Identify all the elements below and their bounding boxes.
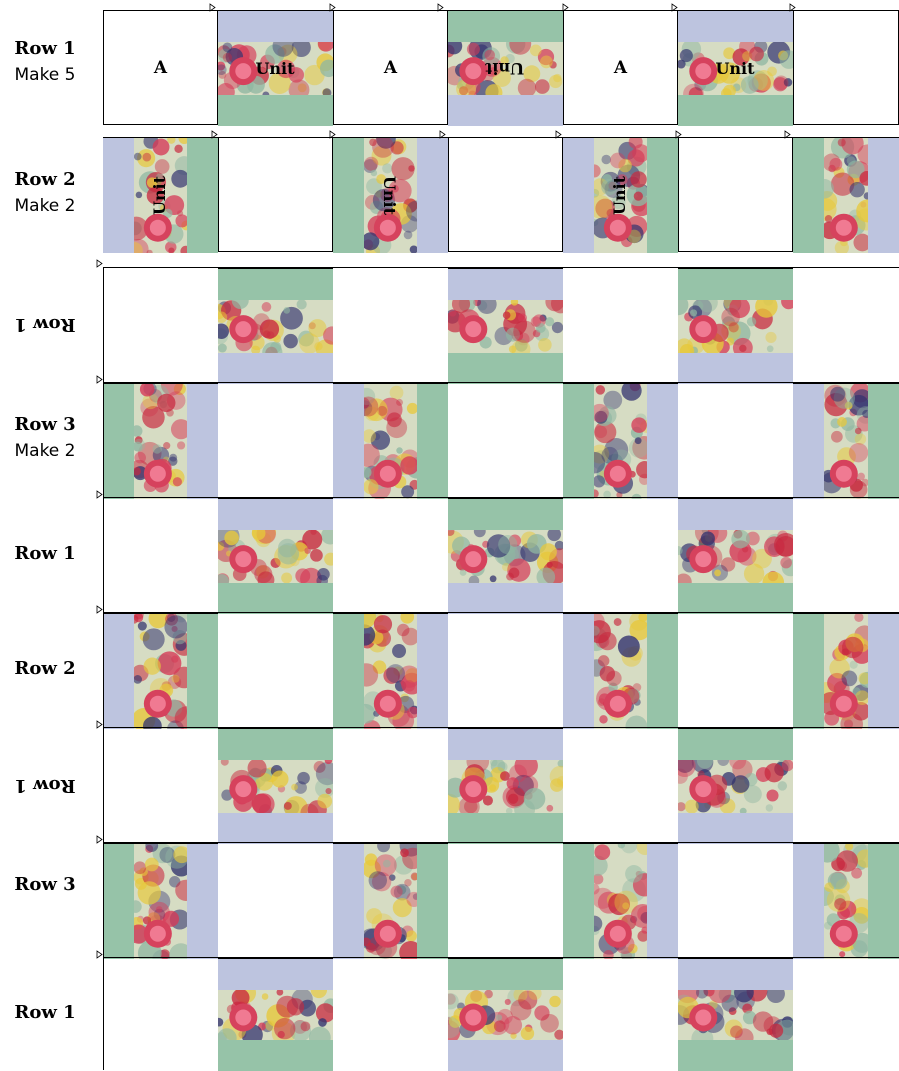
fabric-print <box>103 384 218 499</box>
fabric-print <box>793 614 899 729</box>
fabric-print <box>103 844 218 959</box>
fabric-print <box>218 959 333 1071</box>
fabric-print <box>448 499 563 614</box>
seam-marker <box>97 951 102 958</box>
row-label-row1-flipped: Row 1 <box>0 772 90 798</box>
seam-line <box>103 612 899 613</box>
unit-block-rotated: Unit <box>448 10 563 125</box>
fabric-print <box>218 499 333 614</box>
fabric-print <box>218 269 333 384</box>
unit-block-vertical <box>563 383 678 498</box>
unit-block-vertical <box>333 613 448 728</box>
seam-line <box>103 842 899 843</box>
unit-block-vertical <box>793 137 899 252</box>
unit-block-vertical <box>793 613 899 728</box>
row-label-row1: Row 1 <box>0 1000 90 1026</box>
fabric-print <box>793 138 899 253</box>
unit-block <box>448 728 563 843</box>
fabric-print <box>563 614 678 729</box>
row-label-row1-make5: Row 1 Make 5 <box>0 36 90 88</box>
seam-line <box>103 382 899 383</box>
unit-block-vertical <box>563 843 678 958</box>
fabric-print <box>678 729 793 844</box>
quilt-left-border <box>103 267 104 1070</box>
unit-block <box>678 268 793 383</box>
row-label-row1-flipped: Row 1 <box>0 311 90 337</box>
unit-block-vertical <box>103 613 218 728</box>
unit-block-vertical <box>333 843 448 958</box>
unit-block-vertical: Unit <box>563 137 678 252</box>
fabric-print <box>678 959 793 1071</box>
unit-block <box>218 958 333 1070</box>
unit-block <box>218 728 333 843</box>
seam-line <box>103 957 899 958</box>
seam-line <box>103 727 899 728</box>
unit-block <box>678 728 793 843</box>
blank-block <box>793 10 899 125</box>
fabric-print <box>448 269 563 384</box>
row-label-row3: Row 3 <box>0 872 90 898</box>
row-label-row2-make2: Row 2 Make 2 <box>0 167 90 219</box>
fabric-print <box>563 384 678 499</box>
fabric-print <box>333 384 448 499</box>
blank-block <box>678 137 793 252</box>
quilt-top-border <box>103 267 899 268</box>
row-label-row3-make2: Row 3 Make 2 <box>0 412 90 464</box>
seam-marker <box>97 606 102 613</box>
seam-marker <box>97 491 102 498</box>
fabric-print <box>448 959 563 1071</box>
seam-line <box>103 497 899 498</box>
block-a: A <box>563 10 678 125</box>
fabric-print <box>103 614 218 729</box>
fabric-print <box>678 499 793 614</box>
unit-block <box>448 958 563 1070</box>
unit-block <box>448 268 563 383</box>
fabric-print <box>333 614 448 729</box>
unit-block <box>678 498 793 613</box>
fabric-print <box>793 844 899 959</box>
seam-marker <box>97 721 102 728</box>
block-a: A <box>103 10 218 125</box>
seam-marker <box>97 836 102 843</box>
unit-block-vertical <box>563 613 678 728</box>
unit-block-vertical <box>103 843 218 958</box>
unit-block-vertical: Unit <box>333 137 448 252</box>
fabric-print <box>678 269 793 384</box>
unit-block-vertical <box>793 843 899 958</box>
blank-block <box>218 137 333 252</box>
seam-marker <box>97 260 102 267</box>
unit-block-vertical <box>333 383 448 498</box>
unit-block: Unit <box>678 10 793 125</box>
unit-block-vertical <box>103 383 218 498</box>
row-label-row1: Row 1 <box>0 541 90 567</box>
unit-block <box>218 268 333 383</box>
unit-block-vertical: Unit <box>103 137 218 252</box>
fabric-print <box>333 844 448 959</box>
unit-block-vertical <box>793 383 899 498</box>
fabric-print <box>218 729 333 844</box>
block-a: A <box>333 10 448 125</box>
seam-marker <box>97 376 102 383</box>
unit-block <box>678 958 793 1070</box>
blank-block <box>448 137 563 252</box>
fabric-print <box>448 729 563 844</box>
unit-block <box>448 498 563 613</box>
row-label-row2: Row 2 <box>0 656 90 682</box>
unit-block <box>218 498 333 613</box>
fabric-print <box>793 384 899 499</box>
fabric-print <box>563 844 678 959</box>
unit-block: Unit <box>218 10 333 125</box>
